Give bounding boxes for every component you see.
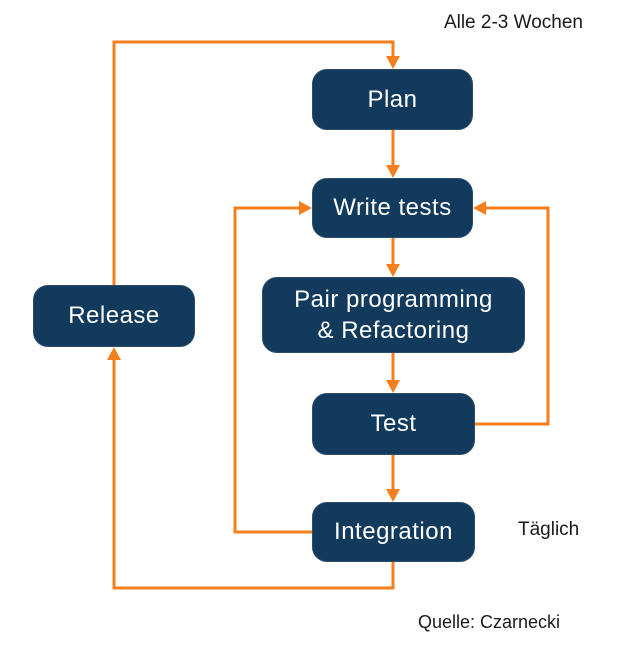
source-credit-note: Quelle: Czarnecki: [418, 612, 561, 632]
node-release-label: Release: [68, 302, 160, 330]
node-plan: Plan: [312, 69, 473, 130]
node-release: Release: [33, 285, 195, 347]
cycle-frequency-note: Alle 2-3 Wochen: [443, 12, 583, 33]
arrowhead-into-plan: [386, 56, 400, 69]
edge-integration-to-write-tests: [233, 206, 312, 534]
node-write-tests-label: Write tests: [333, 194, 452, 222]
edge-test-to-write-tests: [475, 206, 550, 426]
arrowhead-into-test: [386, 380, 400, 393]
node-pair-programming-label-line2: & Refactoring: [317, 317, 470, 344]
arrowhead-into-release: [107, 347, 121, 360]
edge-release-to-plan: [112, 40, 395, 285]
arrowhead-into-write-tests-top: [386, 165, 400, 178]
node-plan-label: Plan: [367, 85, 418, 113]
arrowhead-into-write-tests-left: [299, 201, 312, 215]
node-pair-programming: Pair programming & Refactoring: [262, 277, 525, 353]
node-test: Test: [312, 393, 475, 455]
node-integration-label: Integration: [334, 518, 453, 546]
node-pair-programming-label-line1: Pair programming: [294, 285, 493, 313]
arrowhead-into-pair: [386, 264, 400, 277]
arrowhead-into-write-tests-right: [473, 201, 486, 215]
daily-frequency-note: Täglich: [518, 519, 580, 540]
node-test-label: Test: [370, 410, 417, 438]
node-write-tests: Write tests: [312, 178, 473, 238]
edge-integration-to-release: [112, 358, 395, 590]
arrowhead-into-integration: [386, 489, 400, 502]
node-integration: Integration: [312, 502, 475, 562]
